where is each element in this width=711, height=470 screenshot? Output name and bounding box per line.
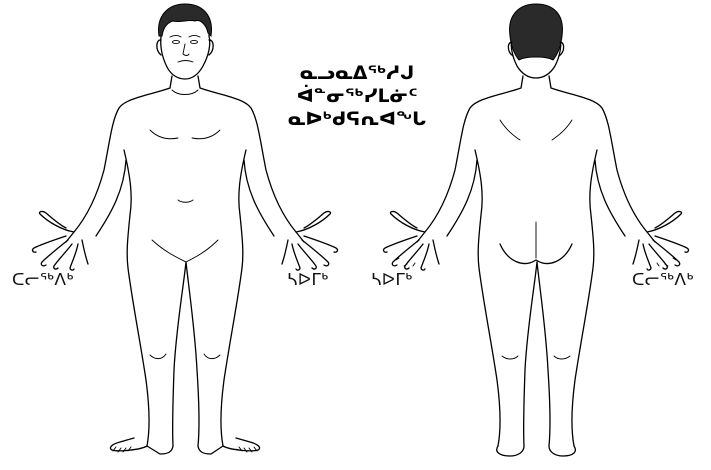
title-line-2: ᐋᓐᓂᖅᓯᒪᓃᑦ <box>262 85 452 108</box>
front-left-side-label: ᑕᓕᖅᐱᒃ <box>12 270 74 290</box>
front-right-side-label: ᓴᐅᒥᒃ <box>287 270 329 290</box>
diagram-title: ᓇᓗᓇᐃᖅᓱᒍ ᐋᓐᓂᖅᓯᒪᓃᑦ ᓇᐅᒃᑯᕋᕆᐊᖓ <box>262 62 452 131</box>
title-line-1: ᓇᓗᓇᐃᖅᓱᒍ <box>262 62 452 85</box>
title-line-3: ᓇᐅᒃᑯᕋᕆᐊᖓ <box>262 108 452 131</box>
back-left-side-label: ᓴᐅᒥᒃ <box>371 270 413 290</box>
back-right-side-label: ᑕᓕᖅᐱᒃ <box>632 270 694 290</box>
